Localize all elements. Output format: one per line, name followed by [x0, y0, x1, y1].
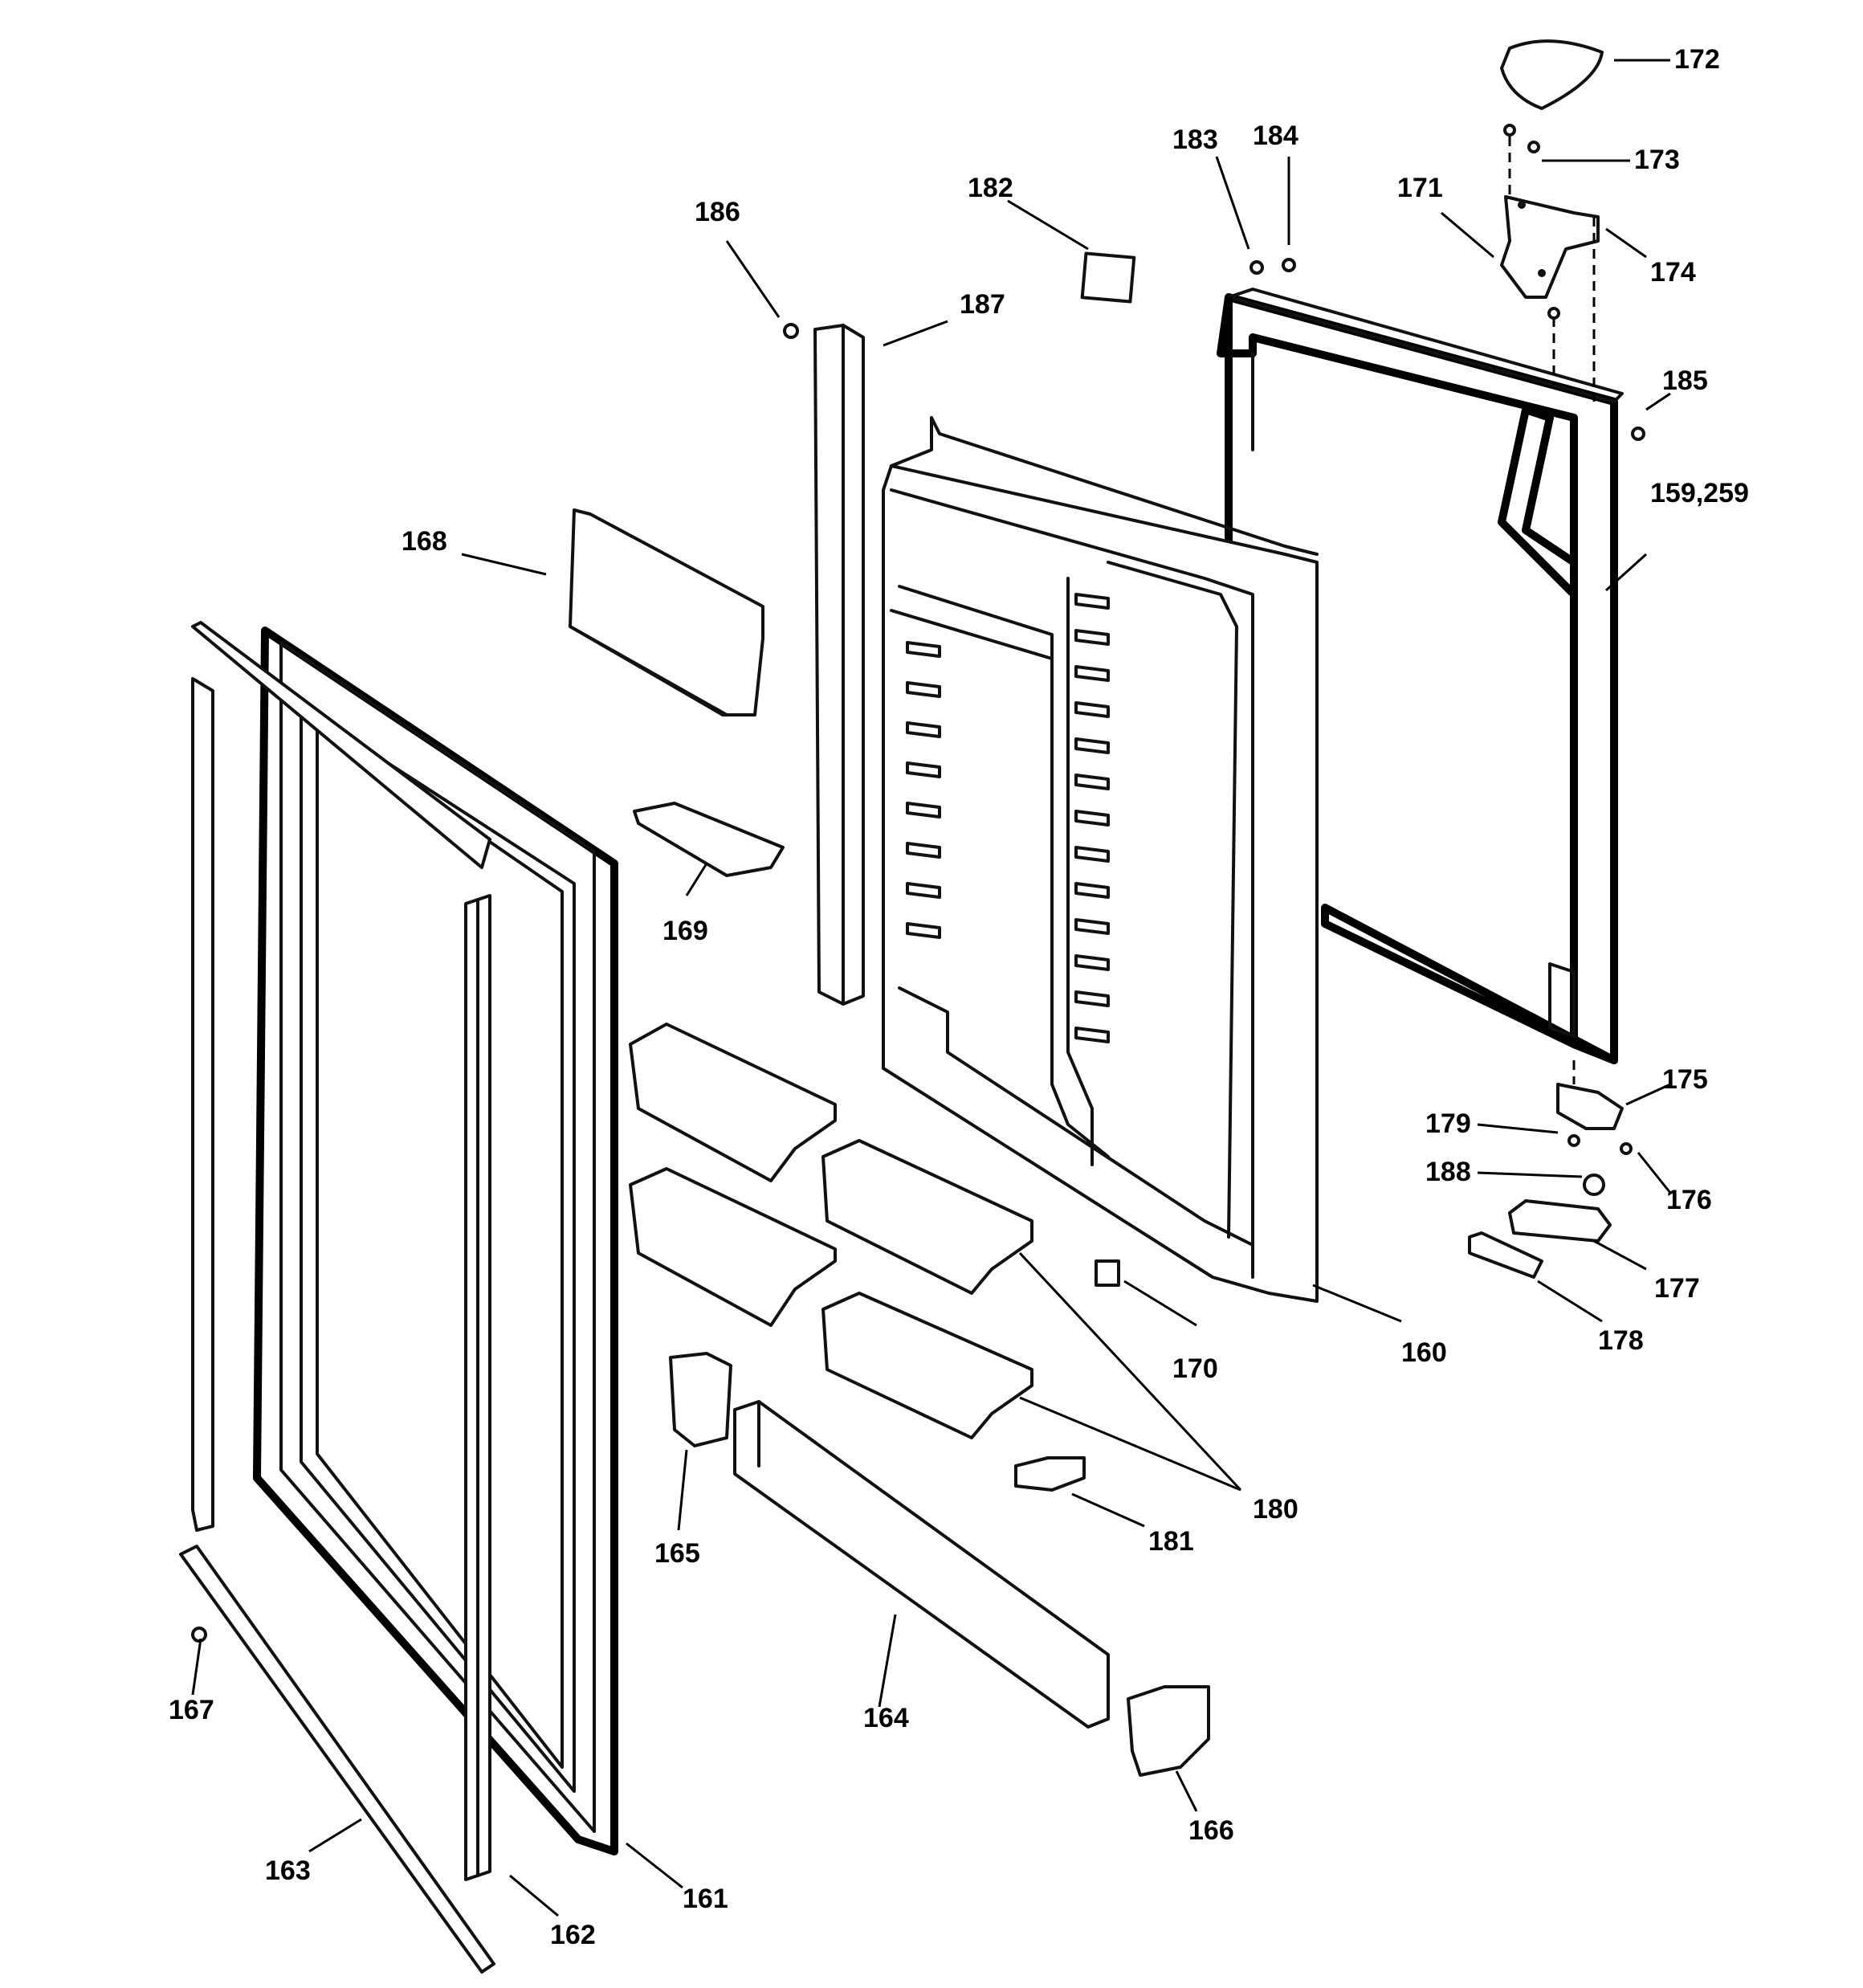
callout-165: 165 — [654, 1538, 700, 1569]
callout-184: 184 — [1253, 120, 1298, 151]
small-tray — [633, 802, 785, 877]
lower-hinge-assembly — [1468, 1083, 1633, 1279]
shelf-end-cap-left — [669, 1352, 732, 1447]
callout-188: 188 — [1425, 1157, 1471, 1187]
callout-173: 173 — [1634, 145, 1680, 175]
callout-170: 170 — [1172, 1353, 1218, 1384]
callout-163: 163 — [265, 1855, 311, 1886]
door-shelf-bar — [733, 1400, 1110, 1729]
callout-175: 175 — [1662, 1064, 1708, 1095]
callout-164: 164 — [863, 1703, 909, 1733]
callout-186: 186 — [695, 197, 740, 227]
callout-181: 181 — [1148, 1526, 1194, 1557]
callout-172: 172 — [1674, 44, 1720, 75]
upper-hinge — [1500, 195, 1600, 299]
callout-176: 176 — [1666, 1185, 1712, 1215]
callout-187: 187 — [960, 289, 1005, 320]
door-bin-4 — [821, 1292, 1033, 1439]
door-bin-2 — [629, 1167, 837, 1327]
callout-171: 171 — [1397, 173, 1443, 203]
callout-179: 179 — [1425, 1108, 1471, 1139]
callout-182: 182 — [968, 173, 1013, 203]
bin-clip — [1014, 1456, 1086, 1492]
liner-shelf-tabs-left — [906, 641, 941, 939]
door-gasket-frame — [253, 627, 618, 1855]
hinge-screws — [783, 124, 1645, 441]
callout-166: 166 — [1188, 1815, 1234, 1846]
liner-shelf-tabs-right — [1074, 593, 1110, 1043]
hinge-cover — [1500, 39, 1604, 110]
callout-161: 161 — [683, 1884, 728, 1914]
door-trim-strip-right — [464, 894, 491, 1881]
callout-180: 180 — [1253, 1494, 1298, 1525]
door-bin-3 — [821, 1139, 1033, 1295]
dairy-door — [569, 508, 764, 716]
door-trim-strip-left — [191, 621, 491, 1532]
callout-167: 167 — [169, 1695, 214, 1725]
callout-174: 174 — [1650, 257, 1696, 288]
callout-168: 168 — [402, 526, 447, 557]
callout-160: 160 — [1401, 1337, 1447, 1368]
door-liner — [882, 416, 1319, 1303]
small-block-170 — [1095, 1259, 1120, 1287]
callout-183: 183 — [1172, 125, 1218, 155]
callout-177: 177 — [1654, 1273, 1700, 1304]
assembly-lines — [1508, 137, 1596, 1084]
callout-178: 178 — [1598, 1325, 1644, 1356]
callout-159: 159,259 — [1650, 478, 1749, 508]
callout-169: 169 — [662, 916, 708, 946]
callout-185: 185 — [1662, 365, 1708, 396]
vertical-trim-strip-187 — [813, 324, 865, 1006]
screw-167 — [191, 1627, 207, 1643]
callout-162: 162 — [550, 1920, 596, 1950]
door-bin-1 — [629, 1023, 837, 1182]
door-trim-strip-bottom — [179, 1545, 495, 1974]
callout-labels: 172 183 184 173 171 182 186 174 187 185 … — [169, 44, 1749, 1950]
shelf-end-cap-right — [1127, 1685, 1210, 1777]
leader-lines — [191, 59, 1672, 1917]
